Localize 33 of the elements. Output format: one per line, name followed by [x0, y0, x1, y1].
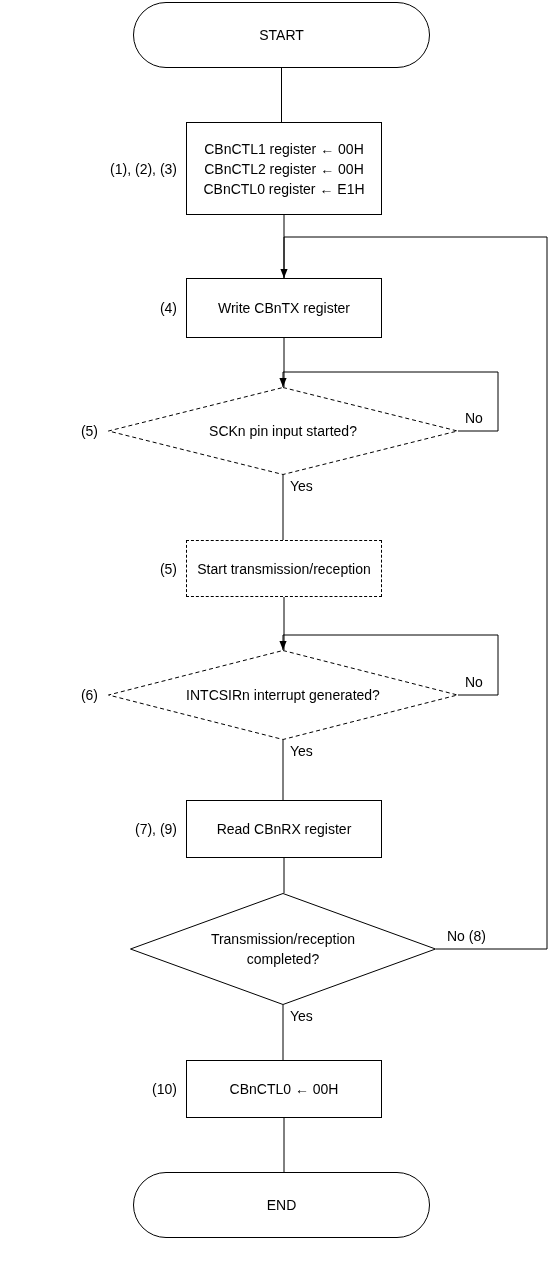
step-number: (6): [80, 685, 98, 705]
decision-diamond: [130, 893, 436, 1005]
node-text: START: [259, 26, 304, 45]
node-text: Transmission/reception completed?: [209, 930, 357, 969]
connector-line: [282, 739, 284, 801]
node-text: CBnCTL0 register ← E1H: [203, 179, 365, 199]
node-text: INTCSIRn interrupt generated?: [186, 686, 380, 705]
node-text: END: [266, 1196, 297, 1215]
connector-line: [283, 596, 285, 651]
connector-line: [281, 67, 282, 123]
node-text: Start transmission/reception: [197, 559, 371, 579]
step-number: (10): [152, 1079, 177, 1099]
step-number: (7), (9): [135, 819, 177, 839]
node-text: CBnCTL1 register ← 00H: [204, 139, 364, 159]
node-text: CBnCTL0 ← 00H: [229, 1080, 339, 1099]
connector-line: [283, 214, 285, 279]
step-number: (5): [159, 559, 177, 579]
node-text: Read CBnRX register: [216, 820, 352, 839]
step-number: (5): [80, 421, 98, 441]
step-number: (1), (2), (3): [110, 159, 177, 179]
connector-line: [283, 857, 285, 894]
node-text: SCKn pin input started?: [209, 422, 357, 441]
connector-line: [283, 337, 285, 388]
connector-line: [280, 236, 548, 950]
connector-line: [279, 371, 499, 432]
connector-line: [279, 634, 499, 696]
connector-line: [282, 1004, 284, 1061]
node-text: CBnCTL2 register ← 00H: [204, 159, 364, 179]
step-number: (4): [159, 298, 177, 318]
connector-line: [282, 474, 284, 541]
node-text: Write CBnTX register: [218, 299, 350, 318]
edge-label: No (8): [446, 927, 487, 945]
connector-line: [283, 1117, 285, 1173]
